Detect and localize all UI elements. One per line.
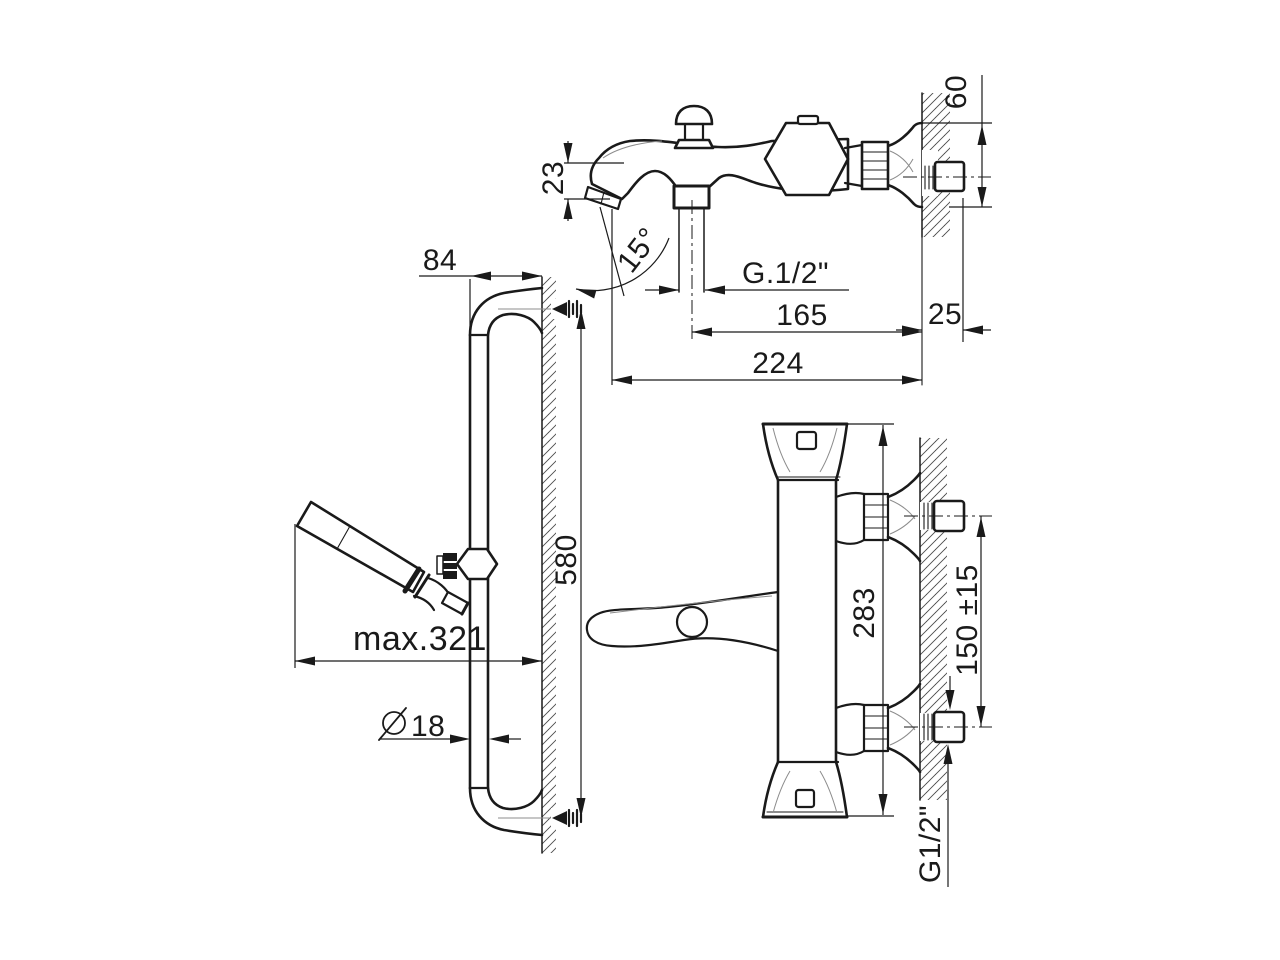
- wall-screw-bottom: [551, 808, 583, 828]
- dim-overall-projection: 224: [612, 347, 922, 385]
- dim-label-60: 60: [940, 75, 973, 109]
- mixer-bottom-cap: [761, 760, 849, 819]
- dim-label-224: 224: [752, 347, 804, 380]
- thermostat-mixer-view: 283 150 ±15 G1/2": [585, 422, 992, 887]
- spout-aerator: [583, 185, 623, 211]
- dim-hand-shower-thread: G.1/2": [645, 257, 849, 295]
- wall-section-thermostat-view: [919, 437, 947, 801]
- bath-mixer-side-view: 23 15° G.1/2" 165: [537, 75, 992, 386]
- rail-bottom-bracket: [468, 786, 551, 837]
- dim-label-18: 18: [411, 710, 445, 743]
- wall-screw-top: [551, 299, 583, 319]
- mixer-body: [776, 478, 840, 764]
- wall-section-rail-view: [541, 276, 556, 854]
- dim-label-23: 23: [537, 161, 570, 195]
- dim-body-height: 283: [848, 423, 894, 817]
- dim-wall-thread: G1/2": [914, 805, 947, 883]
- hex-body: [763, 121, 850, 197]
- dim-label-283: 283: [848, 587, 881, 639]
- dim-eccentric-projection: 25: [896, 198, 991, 342]
- threaded-collar: [860, 140, 890, 191]
- handset: [295, 500, 470, 616]
- dim-rail-length: 580: [550, 309, 586, 818]
- diameter-icon: [378, 707, 407, 741]
- dim-outlet-to-wall: 165: [692, 299, 922, 337]
- dim-rail-diameter: 18: [378, 707, 521, 744]
- rail-slider: [436, 547, 499, 581]
- dim-label-max321: max.321: [353, 620, 487, 658]
- dim-spout-tip-height: 23: [537, 141, 624, 221]
- mixer-top-cap: [761, 422, 849, 482]
- dim-bracket-projection: 84: [419, 244, 542, 333]
- dim-label-84: 84: [423, 244, 457, 277]
- hand-shower-outlet: [672, 184, 711, 342]
- dim-handset-max-reach: max.321: [294, 524, 542, 668]
- shower-rail-view: 84 580 max.321 18: [294, 244, 586, 854]
- dim-label-25: 25: [928, 298, 962, 331]
- dim-connection-centers: 150 ±15: [943, 516, 986, 887]
- lever-handle: [585, 590, 780, 653]
- bottom-wall-connection: [834, 682, 992, 774]
- slider-hex-knob: [455, 547, 499, 581]
- eccentric-connection: [903, 150, 991, 196]
- dim-label-outlet-thread: G.1/2": [742, 257, 829, 290]
- dim-flange-height: 60: [922, 75, 992, 208]
- top-wall-connection: [834, 471, 992, 563]
- handle-button: [675, 605, 709, 639]
- dim-label-580: 580: [550, 534, 583, 586]
- rail-top-bracket: [468, 286, 551, 337]
- dim-label-150: 150 ±15: [951, 564, 984, 676]
- diverter-knob: [673, 104, 715, 150]
- dim-label-165: 165: [776, 299, 828, 332]
- dim-label-g12: G1/2": [914, 805, 947, 883]
